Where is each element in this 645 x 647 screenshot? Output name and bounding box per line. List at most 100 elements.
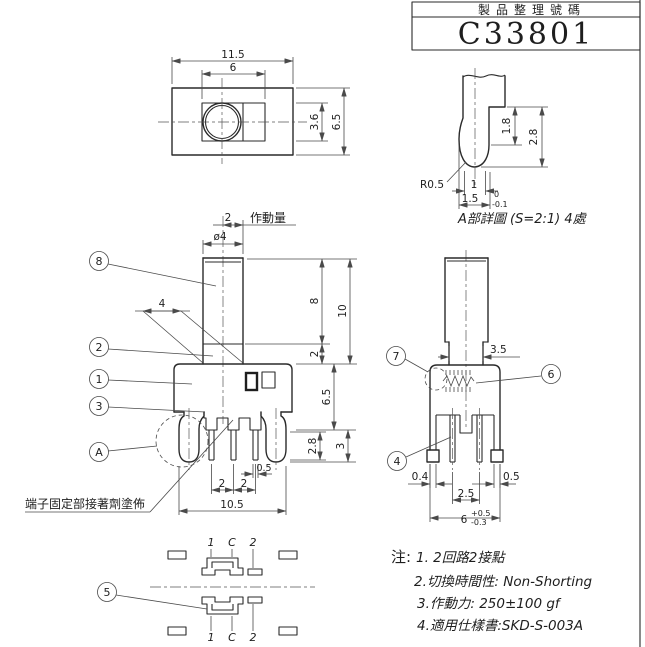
dim-front-shaft-dia: ø4 xyxy=(213,231,226,243)
svg-text:5: 5 xyxy=(104,586,111,599)
lower-contact-bracket xyxy=(201,596,244,615)
pin-label-1-top: 1 xyxy=(208,536,215,549)
dim-top-height-outer: 6.5 xyxy=(331,114,343,131)
detail-a-caption: A部詳圖 (S=2:1) 4處 xyxy=(457,212,588,227)
front-case-outline xyxy=(173,363,293,413)
svg-text:6: 6 xyxy=(548,368,555,381)
note-item-1: 1. 2回路2接點 xyxy=(416,550,507,566)
dim-side-pitch: 2.5 xyxy=(458,488,475,500)
callout-5: 5 xyxy=(97,582,208,610)
adhesive-note: 端子固定部接著劑塗佈 xyxy=(25,419,234,513)
dim-side-tol-hi: +0.5 xyxy=(471,509,490,518)
dim-front-neck-h: 2 xyxy=(309,351,321,358)
title-block: 製品整理號碼 C33801 xyxy=(411,1,641,52)
dim-front-body-h: 6.5 xyxy=(321,389,333,406)
contact-marker-circle xyxy=(424,367,448,391)
front-shaft xyxy=(202,257,244,365)
callout-2: 2 xyxy=(89,337,214,357)
callout-4: 4 xyxy=(387,436,452,471)
front-view: 4 ø4 2 作動量 xyxy=(25,211,357,515)
right-leg-tip xyxy=(490,449,504,463)
pin-label-c-bottom: C xyxy=(228,631,236,644)
pin-label-1-bottom: 1 xyxy=(208,631,215,644)
dim-detail-radius: R0.5 xyxy=(420,179,444,191)
dim-front-shaft-h: 8 xyxy=(309,298,321,305)
front-pins xyxy=(208,430,259,461)
dim-front-lead1: 2.8 xyxy=(307,438,319,455)
side-view: 3.5 0.4 0.5 2.5 6 +0.5 -0.3 7 6 xyxy=(386,250,561,527)
dim-side-neck-w: 3.5 xyxy=(490,344,507,356)
notes-block: 注: 1. 2回路2接點 2.切換時間性: Non-Shorting 3.作動力… xyxy=(391,548,593,634)
dim-side-body-w: 6 xyxy=(461,514,468,526)
part-number: C33801 xyxy=(458,17,594,52)
note-item-3: 3.作動力: 250±100 gf xyxy=(417,596,562,612)
side-case-outline xyxy=(429,364,501,451)
dim-front-pitch-a: 2 xyxy=(219,478,226,490)
detail-a-marker-circle xyxy=(155,414,209,468)
callout-1: 1 xyxy=(89,369,193,389)
dim-front-travel: 2 xyxy=(225,212,232,224)
dim-detail-tol-hi: 0 xyxy=(494,190,499,199)
mount-pad xyxy=(167,626,187,636)
left-bent-terminal xyxy=(178,411,205,463)
pin-label-c-top: C xyxy=(228,536,236,549)
dim-front-total-h: 10 xyxy=(337,304,349,317)
dim-front-pitch-b: 2 xyxy=(241,478,248,490)
dim-detail-h2: 2.8 xyxy=(528,129,540,146)
dim-top-height-inner: 3.6 xyxy=(309,113,321,130)
callout-6: 6 xyxy=(475,364,561,384)
dim-detail-w2: 1.5 xyxy=(462,193,479,205)
detail-a-view: 1.8 2.8 R0.5 1 1.5 0 -0.1 A部詳圖 (S=2:1) 4… xyxy=(420,68,588,227)
dim-top-width-outer: 11.5 xyxy=(221,49,244,61)
upper-contact-bracket xyxy=(201,557,244,576)
dim-front-body-w: 10.5 xyxy=(220,499,243,511)
svg-text:3: 3 xyxy=(96,400,103,413)
bottom-view: 1 C 2 1 C 2 5 xyxy=(97,536,315,644)
case-window-2 xyxy=(261,371,276,389)
upper-pad-2 xyxy=(247,568,263,576)
svg-text:8: 8 xyxy=(96,255,103,268)
mount-pad xyxy=(167,550,187,560)
mount-pad xyxy=(278,550,298,560)
dim-side-leg2: 0.5 xyxy=(503,471,520,483)
callout-8: 8 xyxy=(89,251,217,287)
center-notch xyxy=(459,415,473,434)
callout-3: 3 xyxy=(89,396,206,416)
pin-label-2-top: 2 xyxy=(250,536,257,549)
case-window-1 xyxy=(244,371,259,392)
lower-pad-2 xyxy=(247,596,263,604)
svg-text:7: 7 xyxy=(393,350,400,363)
title-block-label: 製品整理號碼 xyxy=(478,2,586,17)
svg-text:4: 4 xyxy=(394,455,401,468)
dim-top-width-inner: 6 xyxy=(230,62,237,74)
note-item-4: 4.適用仕樣書:SKD-S-003A xyxy=(417,618,583,634)
side-shaft xyxy=(444,257,489,366)
callout-7: 7 xyxy=(386,346,429,373)
svg-text:端子固定部接著劑塗佈: 端子固定部接著劑塗佈 xyxy=(25,496,145,511)
dim-side-leg1: 0.4 xyxy=(412,471,429,483)
svg-text:A: A xyxy=(95,446,103,459)
notes-heading: 注: xyxy=(391,548,411,566)
right-bent-terminal xyxy=(260,411,287,463)
side-pins xyxy=(449,415,483,463)
svg-text:2: 2 xyxy=(96,341,103,354)
mount-pad xyxy=(278,626,298,636)
dim-side-tol-lo: -0.3 xyxy=(471,518,487,527)
dim-detail-h1: 1.8 xyxy=(501,118,513,135)
dim-front-lead2: 3 xyxy=(335,443,347,450)
top-view: 11.5 6 3.6 6.5 xyxy=(158,49,350,164)
break-line xyxy=(462,74,506,78)
svg-text:1: 1 xyxy=(96,373,103,386)
callout-A: A xyxy=(89,442,158,462)
left-leg-tip xyxy=(426,449,440,463)
dim-front-slot: 4 xyxy=(159,298,166,310)
dim-detail-w1: 1 xyxy=(471,179,478,191)
terminal-profile xyxy=(458,75,506,168)
dim-front-pin-w: 0.5 xyxy=(256,463,271,474)
note-item-2: 2.切換時間性: Non-Shorting xyxy=(414,574,593,590)
top-view-body-outline xyxy=(171,87,294,156)
spring xyxy=(442,370,475,392)
pin-label-2-bottom: 2 xyxy=(250,631,257,644)
